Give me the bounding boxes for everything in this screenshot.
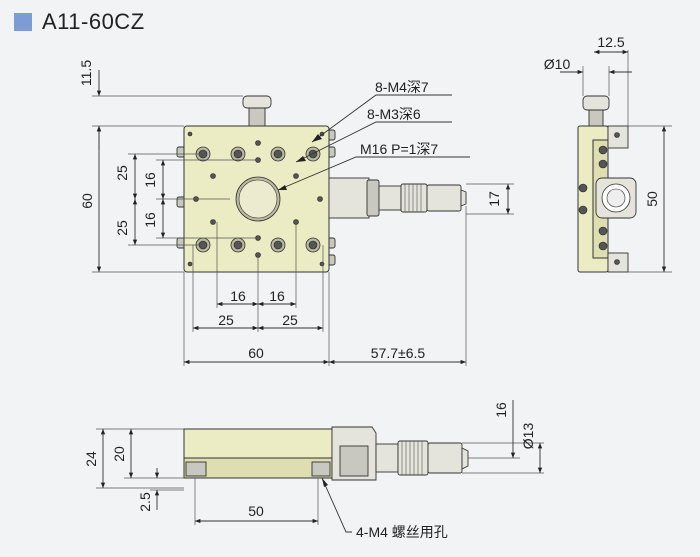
label-m4-holes: 8-M4深7 xyxy=(375,79,429,95)
dim-front-2-5: 2.5 xyxy=(137,492,153,512)
side-knob xyxy=(582,95,610,111)
front-view: 24 20 2.5 50 16 Ø13 4-M4 螺丝用孔 xyxy=(83,400,544,540)
dim-front-20: 20 xyxy=(111,446,127,462)
title-square-icon xyxy=(14,13,32,31)
dim-bottom-16a: 16 xyxy=(230,288,246,304)
micrometer-top xyxy=(328,177,467,219)
front-plate xyxy=(183,428,333,464)
m3-holes xyxy=(187,131,325,267)
dim-bottom-25a: 25 xyxy=(218,312,234,328)
m4-holes xyxy=(195,146,321,253)
page-title: A11-60CZ xyxy=(42,9,145,34)
label-m3-holes: 8-M3深6 xyxy=(367,106,421,122)
dim-bottom-16b: 16 xyxy=(269,288,285,304)
dim-front-50: 50 xyxy=(248,503,264,519)
micrometer-mount xyxy=(328,177,370,219)
dim-side-phi10: Ø10 xyxy=(544,56,571,72)
top-view: 11.5 60 25 25 16 16 16 16 25 25 60 57.7±… xyxy=(78,60,514,366)
dim-left-16b: 16 xyxy=(142,212,158,228)
dim-bottom-57-7: 57.7±6.5 xyxy=(371,345,426,361)
dim-side-12-5: 12.5 xyxy=(597,34,624,50)
dim-left-25b: 25 xyxy=(114,220,130,236)
dim-right-17: 17 xyxy=(486,191,502,207)
top-knob-shaft xyxy=(248,105,266,127)
dim-front-24: 24 xyxy=(83,451,99,467)
side-view: Ø10 12.5 50 xyxy=(544,34,672,273)
dim-bottom-25b: 25 xyxy=(282,312,298,328)
dim-top-11-5: 11.5 xyxy=(78,60,94,86)
dim-left-60: 60 xyxy=(79,193,95,209)
label-center-thread: M16 P=1深7 xyxy=(360,141,438,157)
dim-left-25a: 25 xyxy=(114,165,130,181)
label-bottom-holes: 4-M4 螺丝用孔 xyxy=(356,524,448,540)
dim-front-16: 16 xyxy=(493,402,509,418)
dim-left-16a: 16 xyxy=(142,172,158,188)
top-knob xyxy=(242,95,272,109)
dim-side-50: 50 xyxy=(644,191,660,207)
dim-bottom-60: 60 xyxy=(248,345,264,361)
title-bar: A11-60CZ xyxy=(14,8,145,36)
side-knob-shaft xyxy=(588,107,604,127)
dim-front-phi13: Ø13 xyxy=(520,423,536,450)
